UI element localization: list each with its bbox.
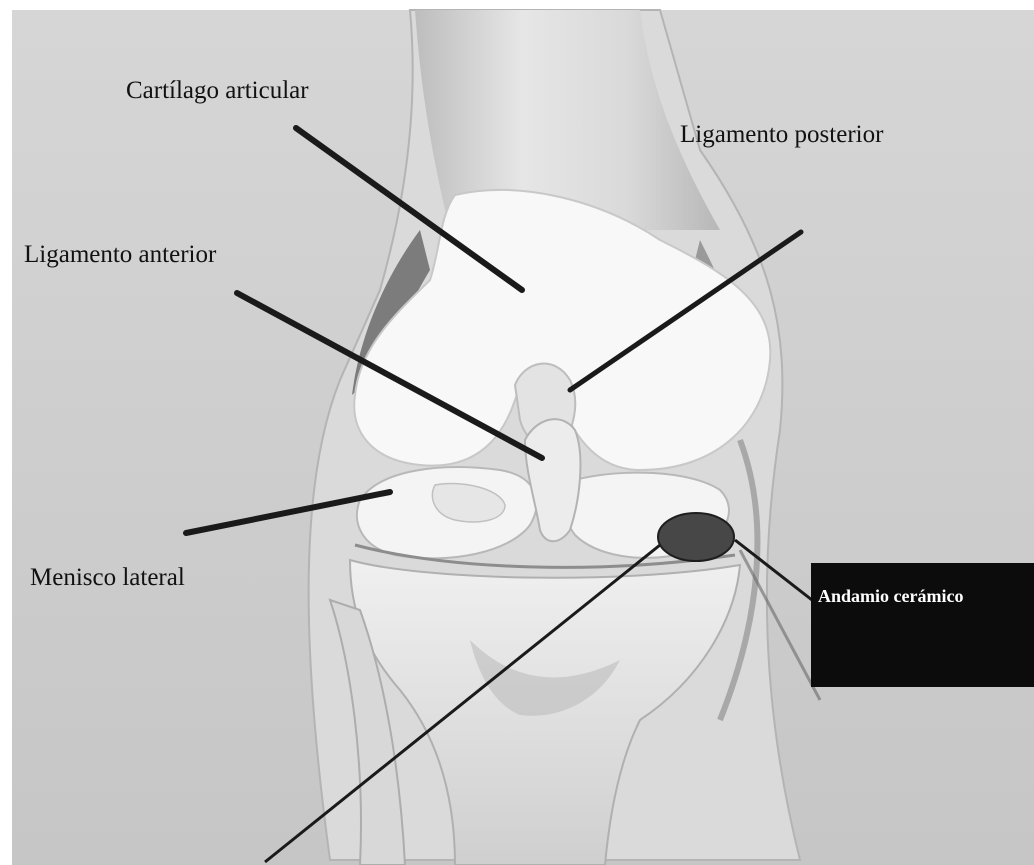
label-lateral-meniscus: Menisco lateral	[30, 565, 185, 590]
scaffold-label-box	[811, 563, 1034, 687]
label-anterior-ligament: Ligamento anterior	[24, 242, 216, 267]
label-scaffold: Andamio cerámico	[818, 586, 963, 607]
ceramic-scaffold	[658, 513, 734, 561]
label-posterior-ligament: Ligamento posterior	[680, 122, 883, 147]
label-cartilage: Cartílago articular	[126, 78, 309, 103]
